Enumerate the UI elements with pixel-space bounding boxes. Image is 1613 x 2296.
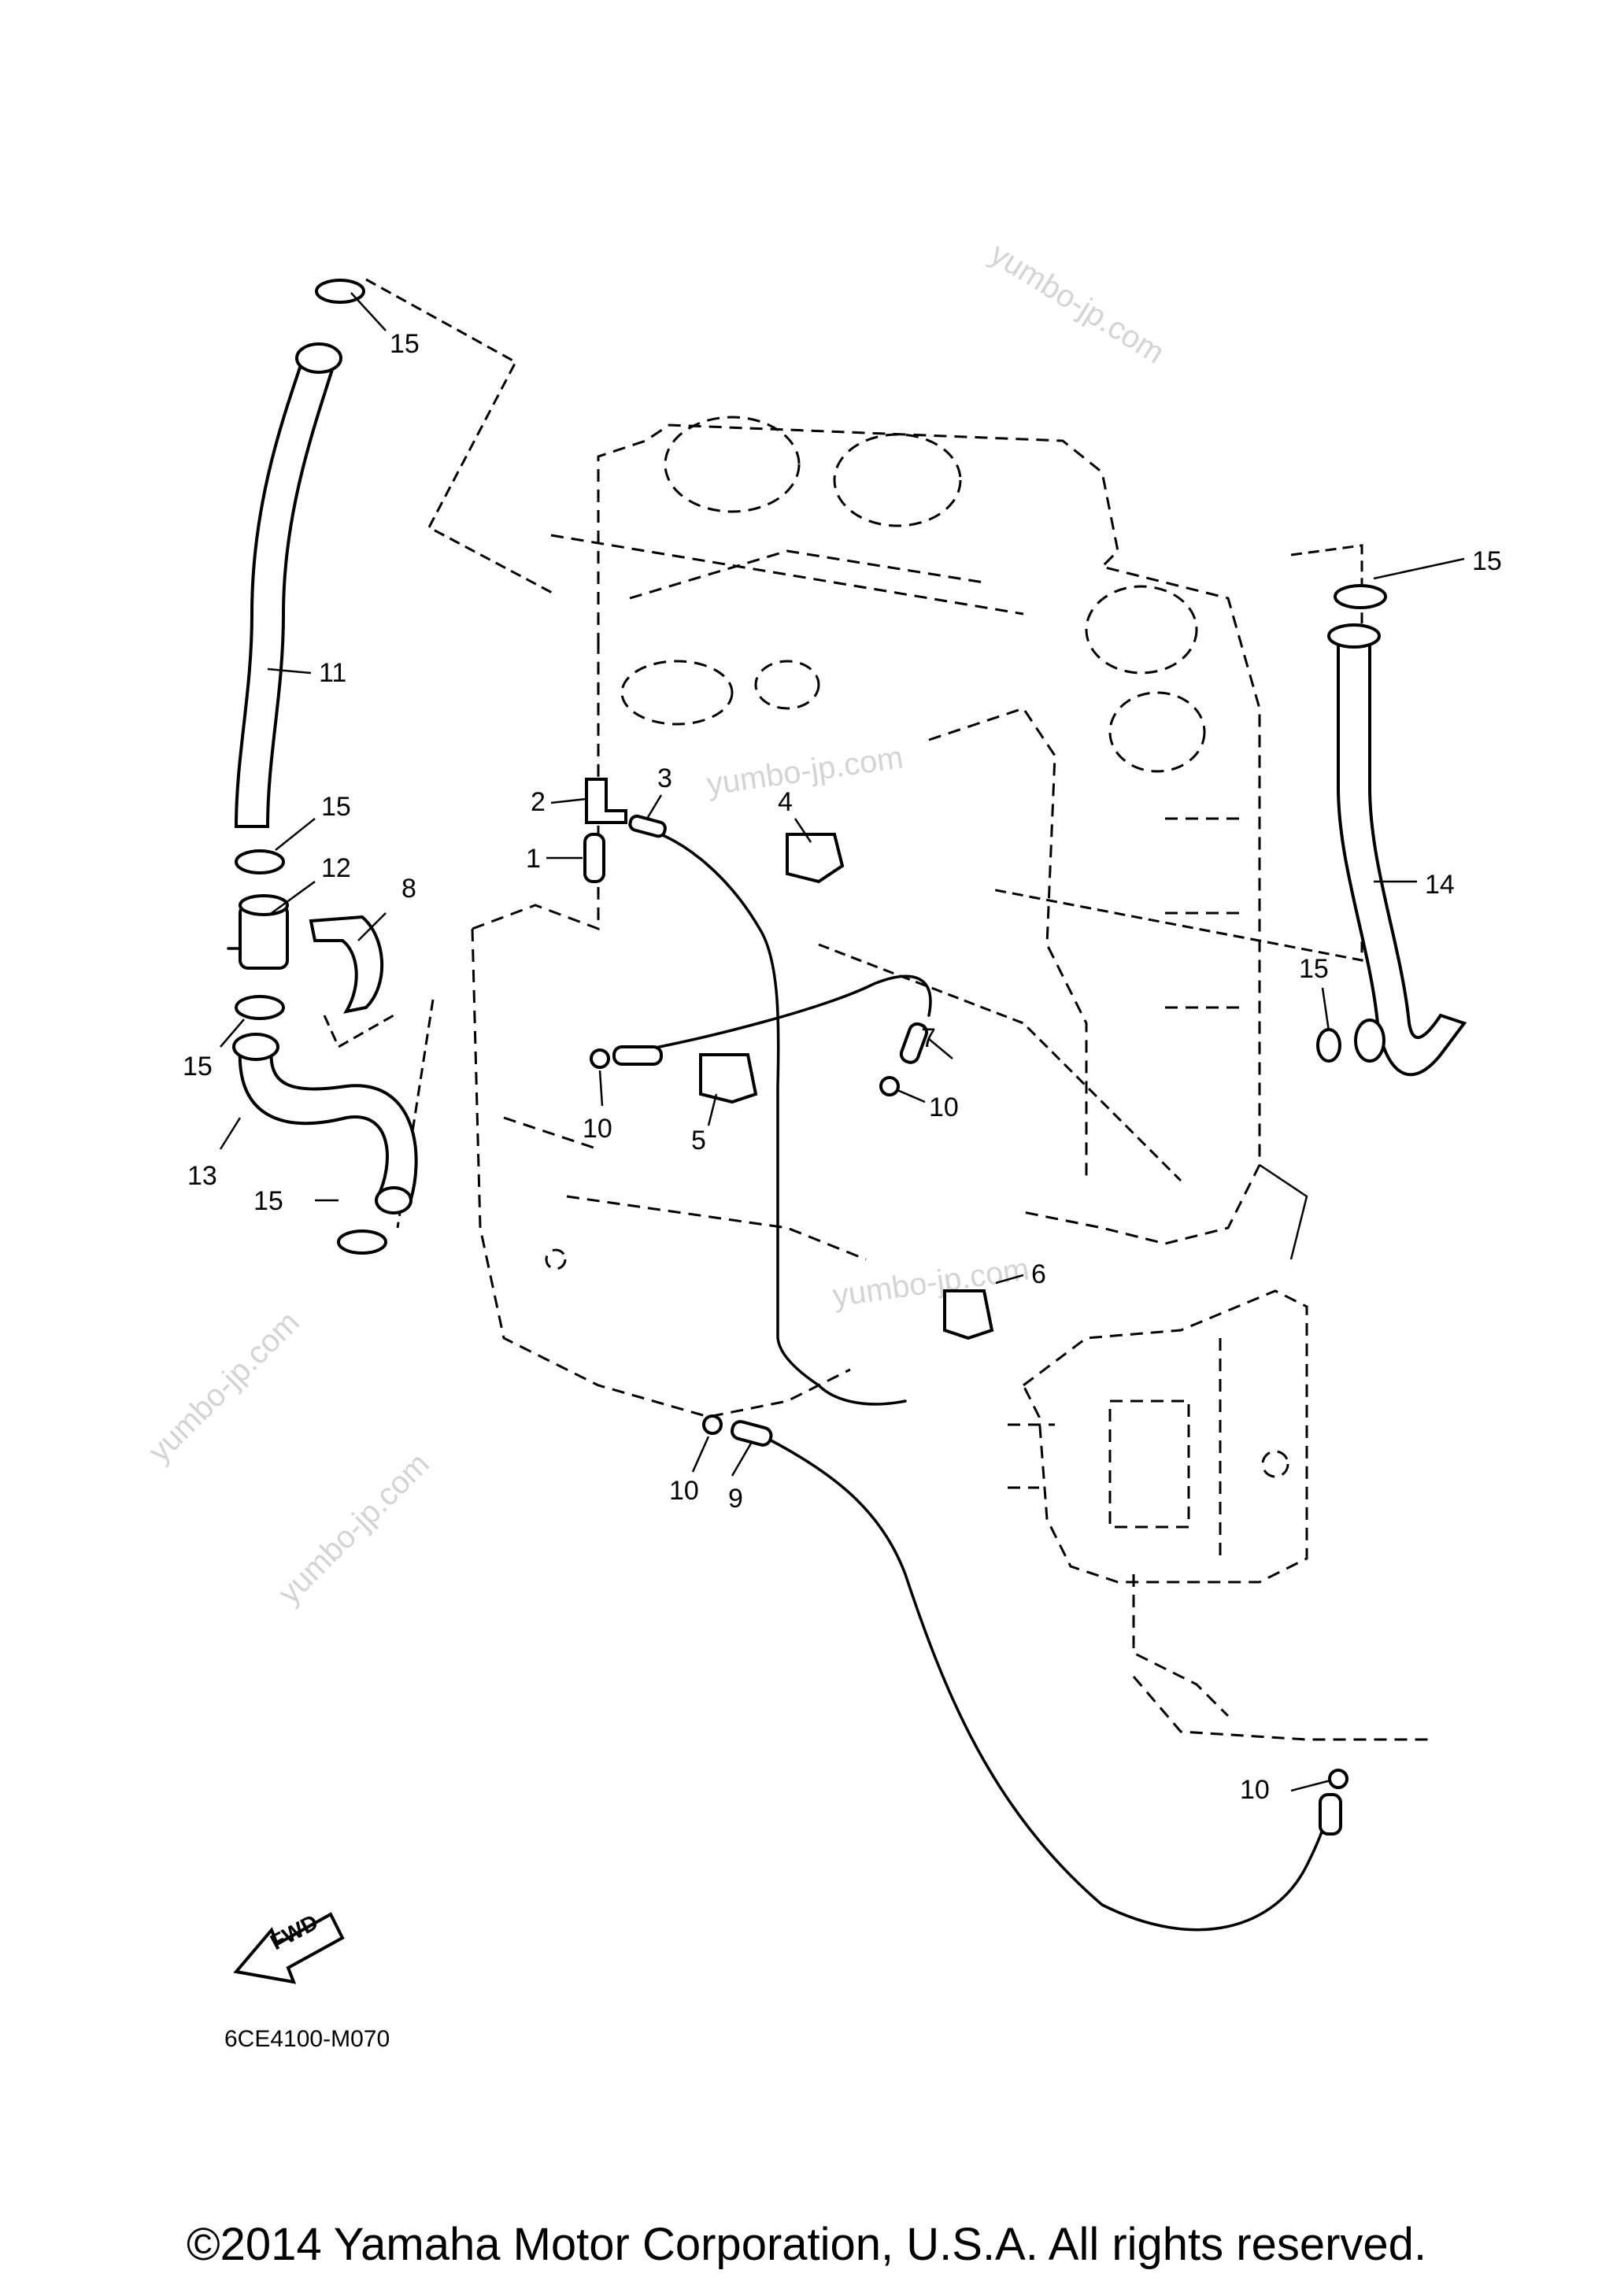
tube-9 <box>730 1420 1342 1932</box>
callout-10: 10 <box>583 1114 612 1144</box>
callouts: 15 11 15 12 8 15 13 15 15 14 15 1 2 3 4 … <box>183 329 1502 1805</box>
callout-15: 15 <box>1472 546 1502 576</box>
hose-13 <box>232 1033 418 1215</box>
callout-11: 11 <box>319 658 346 688</box>
callout-12: 12 <box>321 853 351 883</box>
clamps-15 <box>235 279 1387 1255</box>
joint-12 <box>227 894 289 970</box>
callout-5: 5 <box>691 1126 706 1155</box>
callout-15: 15 <box>321 792 351 822</box>
callout-4: 4 <box>778 787 793 817</box>
watermark: yumbo-jp.com <box>831 1252 1031 1314</box>
callout-6: 6 <box>1031 1259 1046 1289</box>
callout-8: 8 <box>401 874 416 904</box>
hose-7 <box>612 974 932 1066</box>
callout-13: 13 <box>187 1161 217 1191</box>
callout-10: 10 <box>669 1476 699 1506</box>
leaders <box>219 292 1465 1792</box>
hose-14 <box>1327 623 1467 1077</box>
holders <box>699 833 994 1340</box>
hose-11 <box>234 342 342 828</box>
callout-15: 15 <box>183 1052 213 1081</box>
callout-1: 1 <box>526 844 541 874</box>
small-parts <box>583 778 907 1406</box>
diagram-code: 6CE4100-M070 <box>224 2026 390 2052</box>
vapor-separator <box>1008 1289 1433 1741</box>
callout-10: 10 <box>1240 1775 1270 1805</box>
callout-15: 15 <box>253 1186 283 1216</box>
callout-10: 10 <box>929 1093 959 1122</box>
watermark: yumbo-jp.com <box>984 236 1170 370</box>
callout-14: 14 <box>1425 870 1455 900</box>
watermark: yumbo-jp.com <box>272 1447 436 1611</box>
callout-9: 9 <box>728 1484 743 1514</box>
watermark: yumbo-jp.com <box>705 740 905 802</box>
clips-10 <box>590 1048 1348 1789</box>
callout-3: 3 <box>657 763 672 793</box>
callout-15: 15 <box>390 329 420 359</box>
callout-15: 15 <box>1299 954 1329 984</box>
fwd-arrow-icon: FWD <box>233 1910 345 1984</box>
copyright-notice: ©2014 Yamaha Motor Corporation, U.S.A. A… <box>186 2219 1427 2270</box>
callout-2: 2 <box>531 787 546 817</box>
watermark: yumbo-jp.com <box>142 1305 306 1470</box>
callout-7: 7 <box>921 1023 936 1053</box>
holder-8 <box>309 915 383 1014</box>
